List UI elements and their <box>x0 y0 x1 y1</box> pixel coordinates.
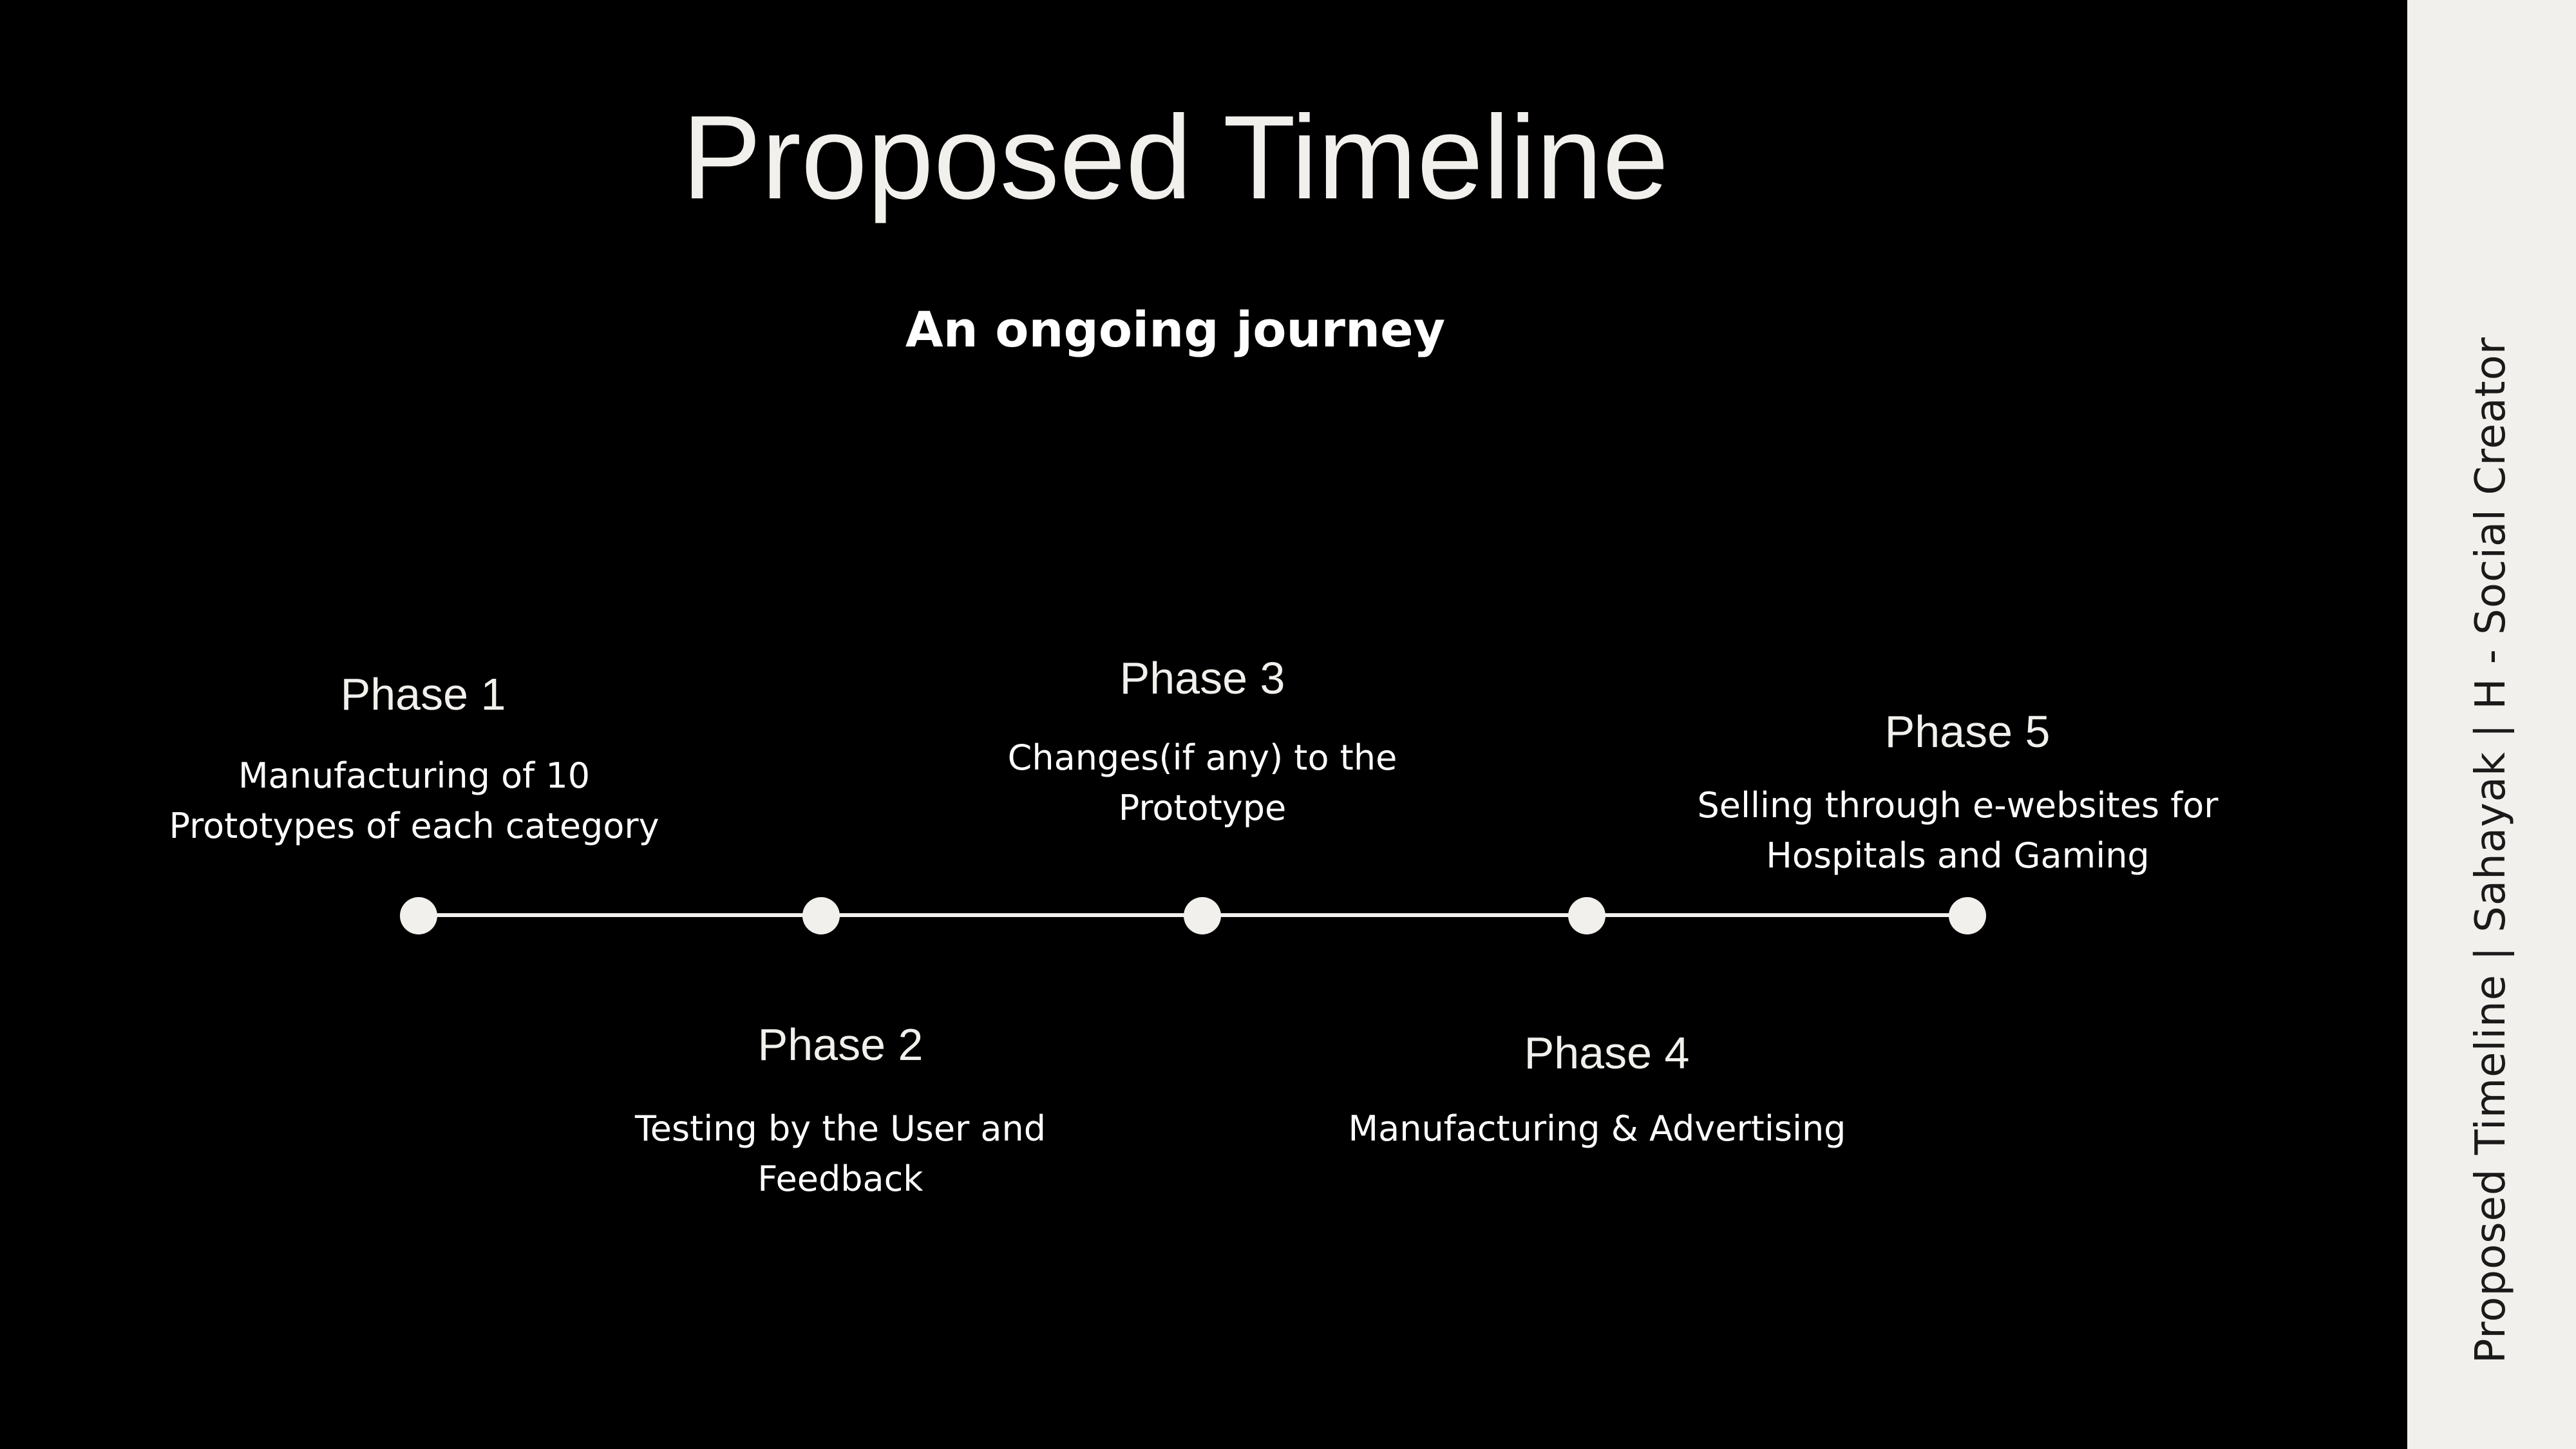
sidebar-panel <box>2407 0 2576 1449</box>
page-title: Proposed Timeline <box>681 91 1669 224</box>
phase-3-description-line-2: Prototype <box>1118 788 1287 828</box>
phase-3-title: Phase 3 <box>1119 653 1285 703</box>
phase-4-dot <box>1568 897 1605 934</box>
phase-1-title: Phase 1 <box>340 669 506 719</box>
phase-2-title: Phase 2 <box>757 1019 923 1070</box>
phase-3-description: Changes(if any) to the Prototype <box>880 733 1524 833</box>
phase-1-description-line-2: Prototypes of each category <box>169 806 659 846</box>
phase-4-description: Manufacturing & Advertising <box>1275 1104 1919 1154</box>
sidebar-caption: Proposed Timeline | Sahayak | H - Social… <box>2467 336 2515 1364</box>
phase-1-description-line-1: Manufacturing of 10 <box>238 755 591 796</box>
phase-1-description: Manufacturing of 10 Prototypes of each c… <box>92 751 736 851</box>
phase-3-dot <box>1184 897 1221 934</box>
phase-2-description: Testing by the User and Feedback <box>518 1104 1162 1204</box>
page-subtitle: An ongoing journey <box>905 301 1446 358</box>
phase-5-title: Phase 5 <box>1884 706 2050 757</box>
phase-4-title: Phase 4 <box>1524 1028 1690 1078</box>
phase-3-description-line-1: Changes(if any) to the <box>1007 737 1397 778</box>
phase-1-dot <box>400 897 437 934</box>
phase-5-description-line-2: Hospitals and Gaming <box>1766 835 2150 876</box>
phase-4-description-line-1: Manufacturing & Advertising <box>1348 1108 1846 1149</box>
phase-5-description-line-1: Selling through e-websites for <box>1697 785 2219 826</box>
phase-2-dot <box>802 897 840 934</box>
phase-2-description-line-2: Feedback <box>757 1159 923 1199</box>
phase-5-dot <box>1949 897 1986 934</box>
phase-5-description: Selling through e-websites for Hospitals… <box>1636 781 2280 881</box>
phase-2-description-line-1: Testing by the User and <box>634 1108 1046 1149</box>
